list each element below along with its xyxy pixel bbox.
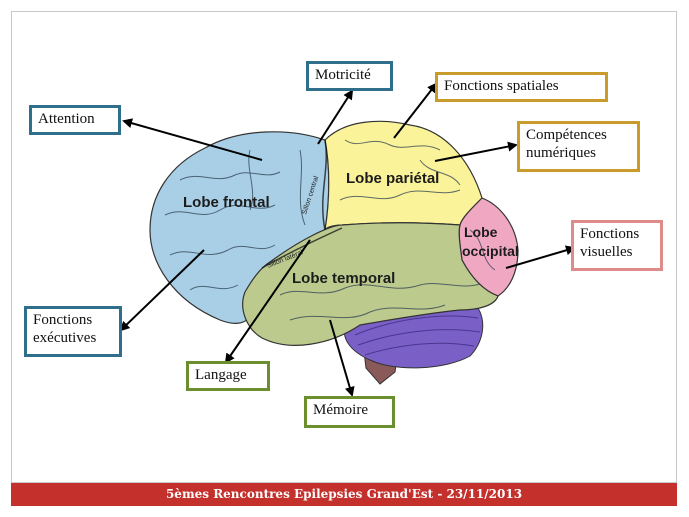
label-fonctions-visuelles: Fonctions visuelles — [571, 220, 663, 271]
label-fonctions-spatiales-text: Fonctions spatiales — [444, 78, 559, 94]
lobe-temporal-text: Lobe temporal — [292, 270, 395, 287]
label-fonctions-executives: Fonctions exécutives — [24, 306, 122, 357]
footer-banner: 5èmes Rencontres Epilepsies Grand'Est - … — [11, 483, 677, 506]
arrow-competences — [434, 141, 518, 162]
label-langage: Langage — [186, 361, 270, 391]
label-fonctions-executives-line2: exécutives — [33, 330, 97, 346]
arrow-fonctions-visuelles — [505, 245, 576, 269]
label-memoire-text: Mémoire — [313, 402, 368, 418]
lobe-frontal-text: Lobe frontal — [183, 194, 270, 211]
gyri-folds — [164, 139, 496, 321]
label-competences-line2: numériques — [526, 145, 596, 161]
arrows — [119, 82, 576, 397]
temporal-lobe-region — [242, 222, 499, 346]
lobe-parietal-text: Lobe pariétal — [346, 170, 439, 187]
footer-text: 5èmes Rencontres Epilepsies Grand'Est - … — [165, 487, 523, 501]
label-fonctions-executives-line1: Fonctions — [33, 312, 93, 328]
arrow-langage — [224, 239, 311, 364]
label-attention: Attention — [29, 105, 121, 135]
arrow-attention — [122, 118, 263, 161]
label-fonctions-visuelles-line2: visuelles — [580, 244, 633, 260]
label-attention-text: Attention — [38, 111, 95, 127]
arrow-motricite — [317, 89, 354, 145]
label-competences-numeriques: Compétences numériques — [517, 121, 640, 172]
lobe-occipital-text-1: Lobe — [464, 224, 498, 240]
label-motricite: Motricité — [306, 61, 393, 91]
label-memoire: Mémoire — [304, 396, 395, 428]
label-langage-text: Langage — [195, 367, 247, 383]
label-fonctions-spatiales: Fonctions spatiales — [435, 72, 608, 102]
label-competences-line1: Compétences — [526, 127, 607, 143]
slide-frame — [11, 11, 677, 483]
arrow-fonctions-spatiales — [393, 82, 438, 139]
lobe-occipital-text-2: occipital — [462, 243, 519, 259]
arrow-fonctions-executives — [119, 249, 205, 332]
label-motricite-text: Motricité — [315, 67, 371, 83]
label-fonctions-visuelles-line1: Fonctions — [580, 226, 640, 242]
arrow-memoire — [329, 319, 355, 397]
